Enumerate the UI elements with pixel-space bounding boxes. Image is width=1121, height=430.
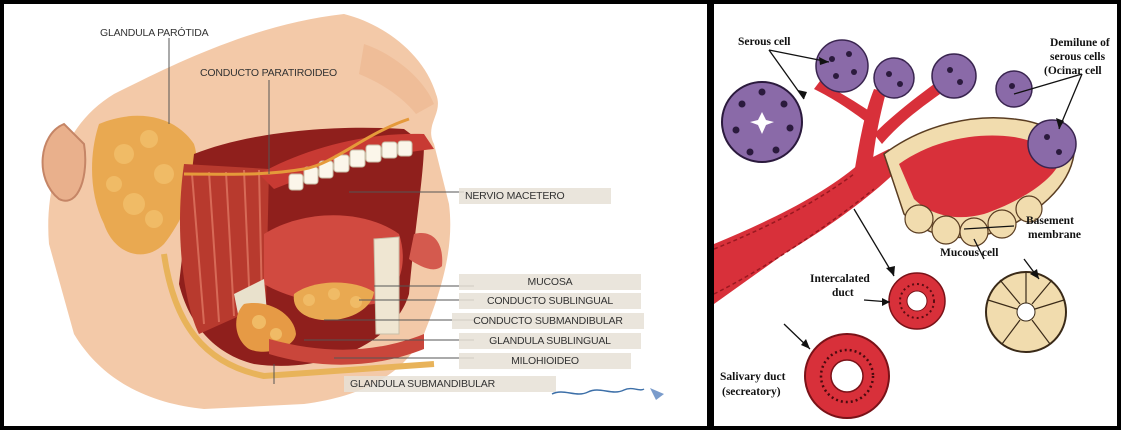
salivary-histology-panel: Serous cell Demilune of serous cells (Oc… <box>714 4 1117 426</box>
intercalated-duct-cross-section <box>889 273 945 329</box>
label-salivary-duct-line2: (secreatory) <box>722 385 781 399</box>
label-glandula-submandibular: GLANDULA SUBMANDIBULAR <box>344 376 556 392</box>
label-glandula-parotida: GLANDULA PARÓTIDA <box>100 26 208 40</box>
label-demilune-line1: Demilune of <box>1050 36 1110 50</box>
label-serous-cell: Serous cell <box>738 35 791 49</box>
label-intercalated-line1: Intercalated <box>810 272 870 286</box>
label-conducto-sublingual: CONDUCTO SUBLINGUAL <box>459 293 641 309</box>
serous-cell-cross-section <box>722 82 802 162</box>
label-glandula-sublingual: GLANDULA SUBLINGUAL <box>459 333 641 349</box>
label-conducto-paratiroideo: CONDUCTO PARATIROIDEO <box>200 66 337 80</box>
label-intercalated-line2: duct <box>832 286 854 300</box>
label-salivary-duct-line1: Salivary duct <box>720 370 786 384</box>
label-basement-line1: Basement <box>1026 214 1074 228</box>
oral-anatomy-panel: GLANDULA PARÓTIDA CONDUCTO PARATIROIDEO … <box>4 4 707 426</box>
label-demilune-line3: (Ocinar cell <box>1044 64 1102 78</box>
label-demilune-line2: serous cells <box>1050 50 1105 64</box>
label-mucous-cell: Mucous cell <box>940 246 998 260</box>
label-basement-line2: membrane <box>1028 228 1081 242</box>
label-conducto-submandibular: CONDUCTO SUBMANDIBULAR <box>452 313 644 329</box>
label-mucosa: MUCOSA <box>459 274 641 290</box>
label-nervio-macetero: NERVIO MACETERO <box>459 188 611 204</box>
salivary-duct-cross-section <box>805 334 889 418</box>
label-milohioideo: MILOHIOIDEO <box>459 353 631 369</box>
mucous-cell-cross-section <box>986 272 1066 352</box>
